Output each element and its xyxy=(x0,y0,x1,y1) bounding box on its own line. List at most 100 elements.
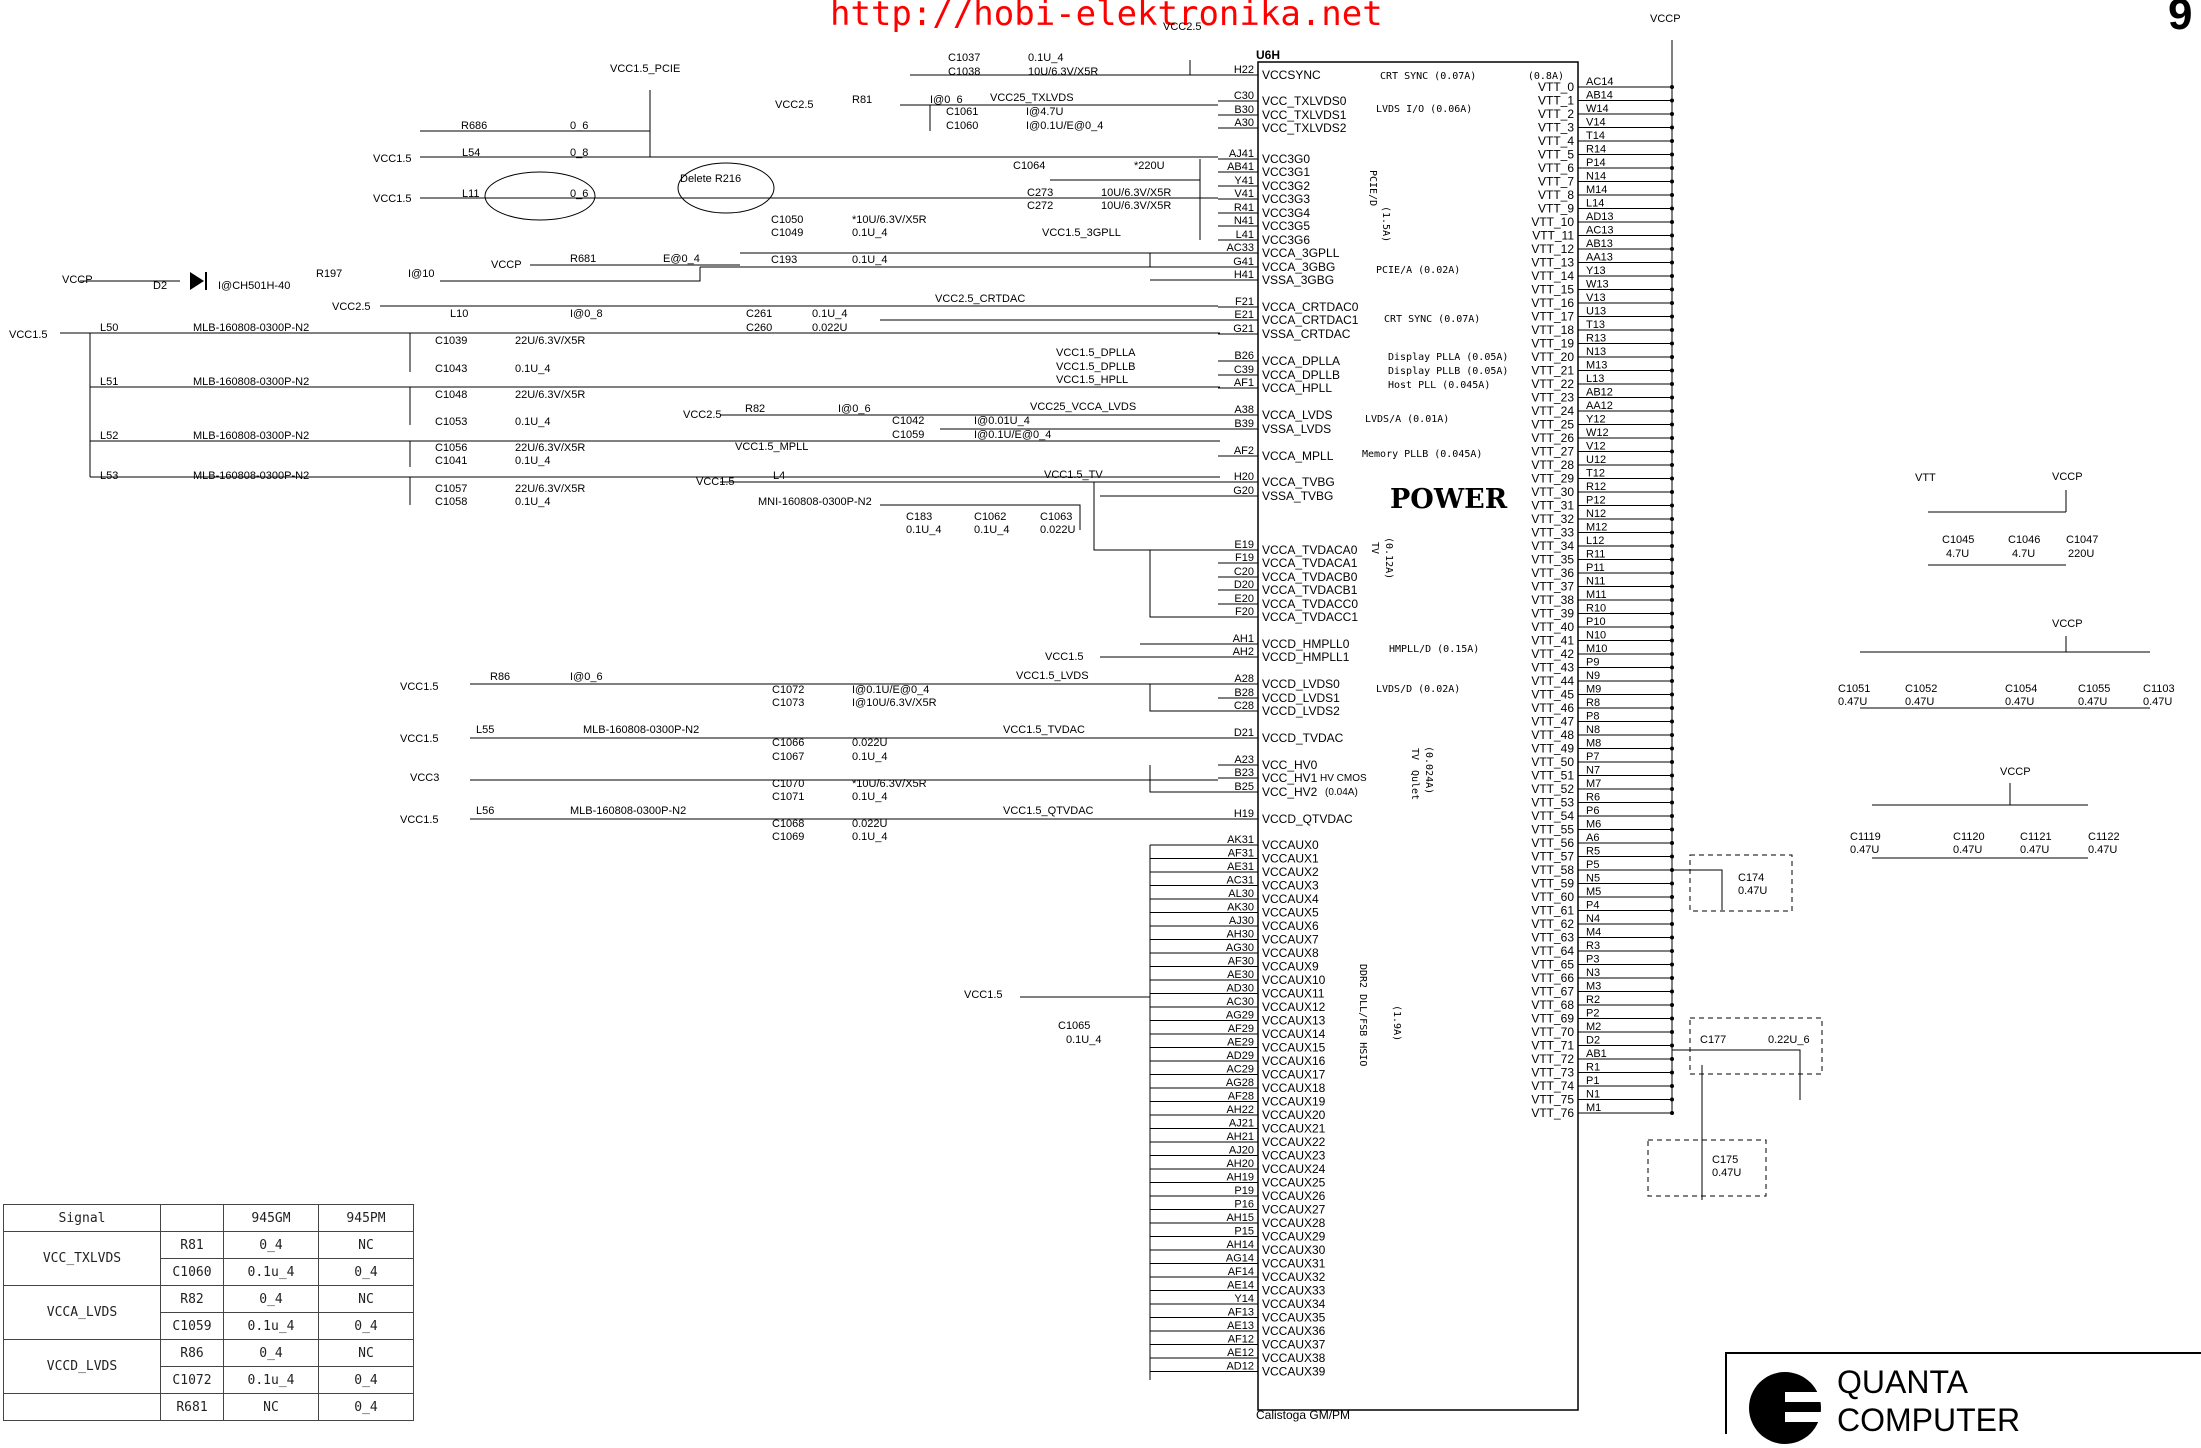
table-cell: 0_4 xyxy=(318,1366,414,1394)
pin-ball-label: M11 xyxy=(1586,589,1607,601)
pin-ball-label: N1 xyxy=(1586,1089,1600,1101)
net-label: VCC1.5_DPLLA xyxy=(1056,347,1136,359)
pin-name-label: VSSA_TVBG xyxy=(1262,489,1333,503)
pin-ball-label: R6 xyxy=(1586,792,1600,804)
pin-name-label: VTT_47 xyxy=(1531,715,1574,729)
pin-name-label: VTT_69 xyxy=(1531,1012,1574,1026)
pin-ball-label: R13 xyxy=(1586,333,1606,345)
pin-name-label: VTT_68 xyxy=(1531,998,1574,1012)
pin-ball-label: P10 xyxy=(1586,616,1606,628)
pin-ball-label: B23 xyxy=(1234,767,1254,779)
pin-name-label: VTT_5 xyxy=(1538,148,1574,162)
pin-name-label: VTT_41 xyxy=(1531,634,1574,648)
pin-ball-label: AF12 xyxy=(1228,1334,1254,1346)
rail-label: VCC1.5 xyxy=(400,814,439,826)
pin-name-label: VTT_44 xyxy=(1531,674,1574,688)
quanta-logo-icon xyxy=(1749,1372,1825,1444)
component-label: 0.47U xyxy=(1838,696,1867,708)
pin-ball-label: AE12 xyxy=(1227,1347,1254,1359)
pin-name-label: VTT_64 xyxy=(1531,944,1574,958)
net-label: VCC1.5_MPLL xyxy=(735,441,808,453)
pin-name-label: VCC3G4 xyxy=(1262,206,1310,220)
vertical-annotation: (1.9A) xyxy=(1391,1005,1402,1041)
table-cell: 0.1u_4 xyxy=(223,1312,319,1340)
pin-name-label: VCCA_CRTDAC0 xyxy=(1262,300,1359,314)
pin-name-label: VCCAUX24 xyxy=(1262,1162,1326,1176)
pin-name-label: VCCAUX22 xyxy=(1262,1135,1326,1149)
component-label: 0.47U xyxy=(1953,844,1982,856)
table-cell: 0_4 xyxy=(223,1231,319,1259)
pin-name-label: VCCAUX29 xyxy=(1262,1230,1326,1244)
pin-ball-label: C30 xyxy=(1234,90,1254,102)
pin-ball-label: AB41 xyxy=(1227,161,1254,173)
pin-name-label: VTT_46 xyxy=(1531,701,1574,715)
pin-ball-label: AF2 xyxy=(1234,445,1254,457)
pin-name-label: VTT_24 xyxy=(1531,404,1574,418)
component-label: C1046 xyxy=(2008,534,2040,546)
table-row: R681 NC 0_4 xyxy=(3,1393,414,1421)
component-label: R81 xyxy=(852,94,872,106)
pin-name-label: VCCA_TVBG xyxy=(1262,475,1335,489)
pin-name-label: VCCAUX31 xyxy=(1262,1257,1326,1271)
pin-ball-label: L41 xyxy=(1236,229,1254,241)
pin-name-label: VCCAUX35 xyxy=(1262,1311,1326,1325)
component-label: C1048 xyxy=(435,389,467,401)
power-block-title: POWER xyxy=(1390,484,1508,515)
pin-name-label: VTT_74 xyxy=(1531,1079,1574,1093)
component-label: L11 xyxy=(462,188,480,200)
pin-ball-label: AC33 xyxy=(1226,242,1254,254)
component-label: L51 xyxy=(100,376,118,388)
table-cell: C1060 xyxy=(160,1258,224,1286)
vertical-annotation: TV xyxy=(1369,542,1380,554)
pin-ball-label: AC29 xyxy=(1226,1064,1254,1076)
component-label: C1056 xyxy=(435,442,467,454)
pin-ball-label: AH21 xyxy=(1226,1131,1254,1143)
pin-name-label: VTT_56 xyxy=(1531,836,1574,850)
component-label: 0.1U_4 xyxy=(515,496,550,508)
pin-ball-label: AE31 xyxy=(1227,861,1254,873)
component-label: VTT xyxy=(1915,472,1936,484)
source-url[interactable]: http://hobi-elektronika.net xyxy=(830,0,1383,34)
pin-ball-label: L12 xyxy=(1586,535,1604,547)
pin-ball-label: AA13 xyxy=(1586,252,1613,264)
pin-name-label: VCCAUX30 xyxy=(1262,1243,1326,1257)
net-label: VCC1.5_3GPLL xyxy=(1042,227,1121,239)
pin-ball-label: AC13 xyxy=(1586,225,1614,237)
pin-name-label: VCCA_TVDACA0 xyxy=(1262,543,1358,557)
pin-ball-label: P8 xyxy=(1586,711,1599,723)
component-label: 0.1U_4 xyxy=(852,751,887,763)
component-label: C1073 xyxy=(772,697,804,709)
pin-name-label: VCCD_LVDS1 xyxy=(1262,691,1340,705)
pin-name-label: VTT_58 xyxy=(1531,863,1574,877)
pin-name-label: VTT_45 xyxy=(1531,688,1574,702)
pin-ball-label: P3 xyxy=(1586,954,1599,966)
pin-ball-label: M13 xyxy=(1586,360,1607,372)
rail-annotation: LVDS/D (0.02A) xyxy=(1376,684,1460,695)
table-row: VCCA_LVDS R82 0_4 NC xyxy=(3,1285,414,1340)
pin-name-label: VCCAUX5 xyxy=(1262,906,1319,920)
pin-name-label: VTT_18 xyxy=(1531,323,1574,337)
pin-name-label: VTT_26 xyxy=(1531,431,1574,445)
component-label: I@0.1U/E@0_4 xyxy=(974,429,1051,441)
pin-name-label: VCCA_CRTDAC1 xyxy=(1262,313,1359,327)
pin-name-label: VTT_31 xyxy=(1531,499,1574,513)
component-label: MLB-160808-0300P-N2 xyxy=(193,470,309,482)
table-cell: R86 xyxy=(160,1339,224,1367)
component-label: C1043 xyxy=(435,363,467,375)
component-label: I@10 xyxy=(408,268,434,280)
rail-label: VCC1.5 xyxy=(400,681,439,693)
pin-name-label: VTT_21 xyxy=(1531,364,1574,378)
component-label: C183 xyxy=(906,511,932,523)
pin-ball-label: V14 xyxy=(1586,117,1606,129)
pin-ball-label: AJ30 xyxy=(1229,915,1254,927)
pin-ball-label: H22 xyxy=(1234,64,1254,76)
pin-name-label: VTT_76 xyxy=(1531,1106,1574,1120)
pin-ball-label: AJ41 xyxy=(1229,148,1254,160)
component-label: *10U/6.3V/X5R xyxy=(852,778,927,790)
component-label: 0.22U_6 xyxy=(1768,1034,1810,1046)
component-label: 0.1U_4 xyxy=(852,791,887,803)
diode-d2 xyxy=(190,272,207,290)
pin-ball-label: V41 xyxy=(1234,188,1254,200)
pin-name-label: VCCAUX2 xyxy=(1262,865,1319,879)
component-label: C1119 xyxy=(1850,831,1881,843)
